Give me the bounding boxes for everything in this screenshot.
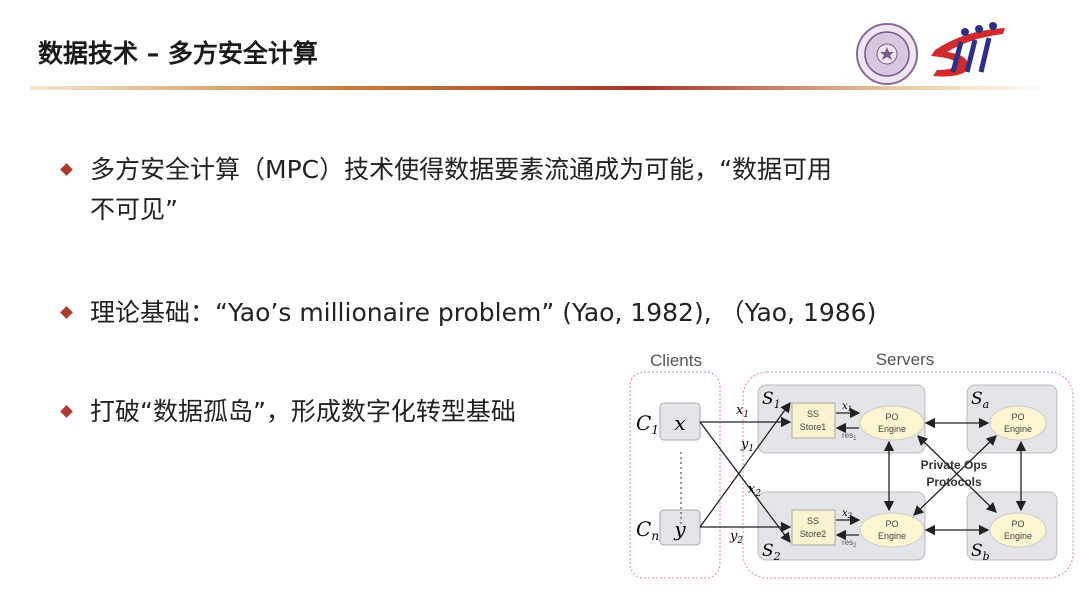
bullet-mpc: 多方安全计算（MPC）技术使得数据要素流通成为可能，“数据可用 不可见” (60, 150, 832, 230)
diagram-label: x (736, 403, 744, 418)
servers-label: Servers (876, 350, 935, 369)
diagram-label: S (762, 389, 774, 409)
diagram-element (699, 401, 791, 528)
diagram-element (880, 47, 894, 60)
diagram-label: y (673, 517, 686, 541)
diagram-label: x (674, 411, 685, 435)
slide-title: 数据技术 – 多方安全计算 (38, 39, 318, 68)
diagram-element (859, 405, 925, 441)
diagram-label: 2 (847, 512, 853, 520)
diagram-label: S (762, 541, 774, 561)
diagram-label: x (842, 401, 848, 412)
servers-group (742, 371, 1074, 579)
diagram-element: Sb (971, 541, 990, 563)
diagram-element: x2 (748, 482, 761, 499)
diagram-label: 2 (853, 543, 857, 549)
diagram-label: Engine (878, 424, 906, 434)
diagram-label: Protocols (926, 475, 982, 489)
diagram-element: y2 (729, 529, 743, 546)
diagram-label: res (842, 538, 853, 547)
diagram-label: SS (807, 516, 819, 526)
diagram-element: Cn (636, 517, 659, 543)
institute-logo (931, 22, 1005, 77)
diagram-label: y (740, 437, 749, 452)
diagram-element: x2 (842, 508, 853, 520)
diagram-element (989, 512, 1047, 548)
diagram-label: x (842, 508, 848, 519)
title-divider (30, 86, 1050, 90)
diagram-element (913, 435, 997, 516)
diagram-element: x1 (736, 403, 749, 420)
diagram-element (989, 22, 997, 30)
diagram-label: a (983, 398, 990, 411)
diagram-label: SS (807, 409, 819, 419)
diagram-label: C (636, 517, 651, 541)
diagram-label: n (651, 529, 659, 543)
diagram-label: Engine (1004, 424, 1032, 434)
diagram-element (859, 512, 925, 548)
po-engine-sb: PO Engine (989, 512, 1047, 548)
diagram-label: 2 (754, 489, 761, 499)
diagram-label: S (971, 389, 983, 409)
bullet-theory: 理论基础：“Yao’s millionaire problem” (Yao, 1… (60, 293, 876, 333)
diagram-label: 1 (651, 423, 659, 437)
clients-label: Clients (650, 351, 702, 370)
po-engine-s2: PO Engine (859, 512, 925, 548)
diagram-label: Store1 (800, 422, 827, 432)
diagram-label: PO (885, 519, 898, 529)
diagram-label: b (983, 550, 990, 563)
diagram-label: 2 (736, 536, 743, 546)
university-seal-logo (856, 23, 918, 85)
diagram-label: 1 (748, 444, 754, 454)
diagram-element: x1 (842, 401, 852, 413)
diagram-element: res2 (842, 538, 857, 549)
diagram-label: 1 (848, 405, 852, 413)
diagram-element (961, 22, 997, 36)
po-engine-sa: PO Engine (989, 405, 1047, 441)
diagram-label: res (842, 431, 853, 440)
clients-group (629, 371, 721, 579)
diagram-label: 2 (773, 550, 781, 563)
diagram-element: S2 (762, 541, 781, 563)
diagram-element: y1 (740, 437, 754, 454)
diagram-label: Engine (878, 531, 906, 541)
diagram-label: 1 (743, 410, 749, 420)
diagram-element: res1 (842, 431, 857, 442)
diagram-element (989, 405, 1047, 441)
diagram-label: PO (1011, 412, 1024, 422)
diagram-label: x (748, 482, 756, 497)
ss-store1 (791, 402, 836, 439)
diagram-element (978, 37, 992, 73)
diagram-label: Store2 (800, 529, 827, 539)
po-engine-s1: PO Engine (859, 405, 925, 441)
diagram-label: PO (885, 412, 898, 422)
diagram-element (950, 37, 992, 73)
diagram-element: S1 (762, 389, 781, 411)
diagram-element (950, 41, 964, 73)
ss-store2 (791, 509, 836, 546)
protocols-label: Private Ops (921, 458, 988, 472)
diagram-element: Sa (971, 389, 989, 411)
diagram-label: 1 (774, 398, 781, 411)
diagram-label: S (971, 541, 983, 561)
diagram-element (964, 39, 978, 73)
diagram-element (961, 28, 969, 36)
bullet-data-silos: 打破“数据孤岛”，形成数字化转型基础 (60, 392, 516, 432)
diagram-label: y (729, 529, 738, 544)
diagram-label: Engine (1004, 531, 1032, 541)
diagram-label: C (636, 411, 651, 435)
diagram-element: C1 (636, 411, 659, 437)
diagram-label: 1 (853, 436, 857, 442)
diagram-element (931, 28, 1005, 77)
diagram-element (975, 25, 983, 33)
diagram-element (699, 421, 791, 544)
diagram-element (699, 401, 1027, 544)
diagram-label: PO (1011, 519, 1024, 529)
